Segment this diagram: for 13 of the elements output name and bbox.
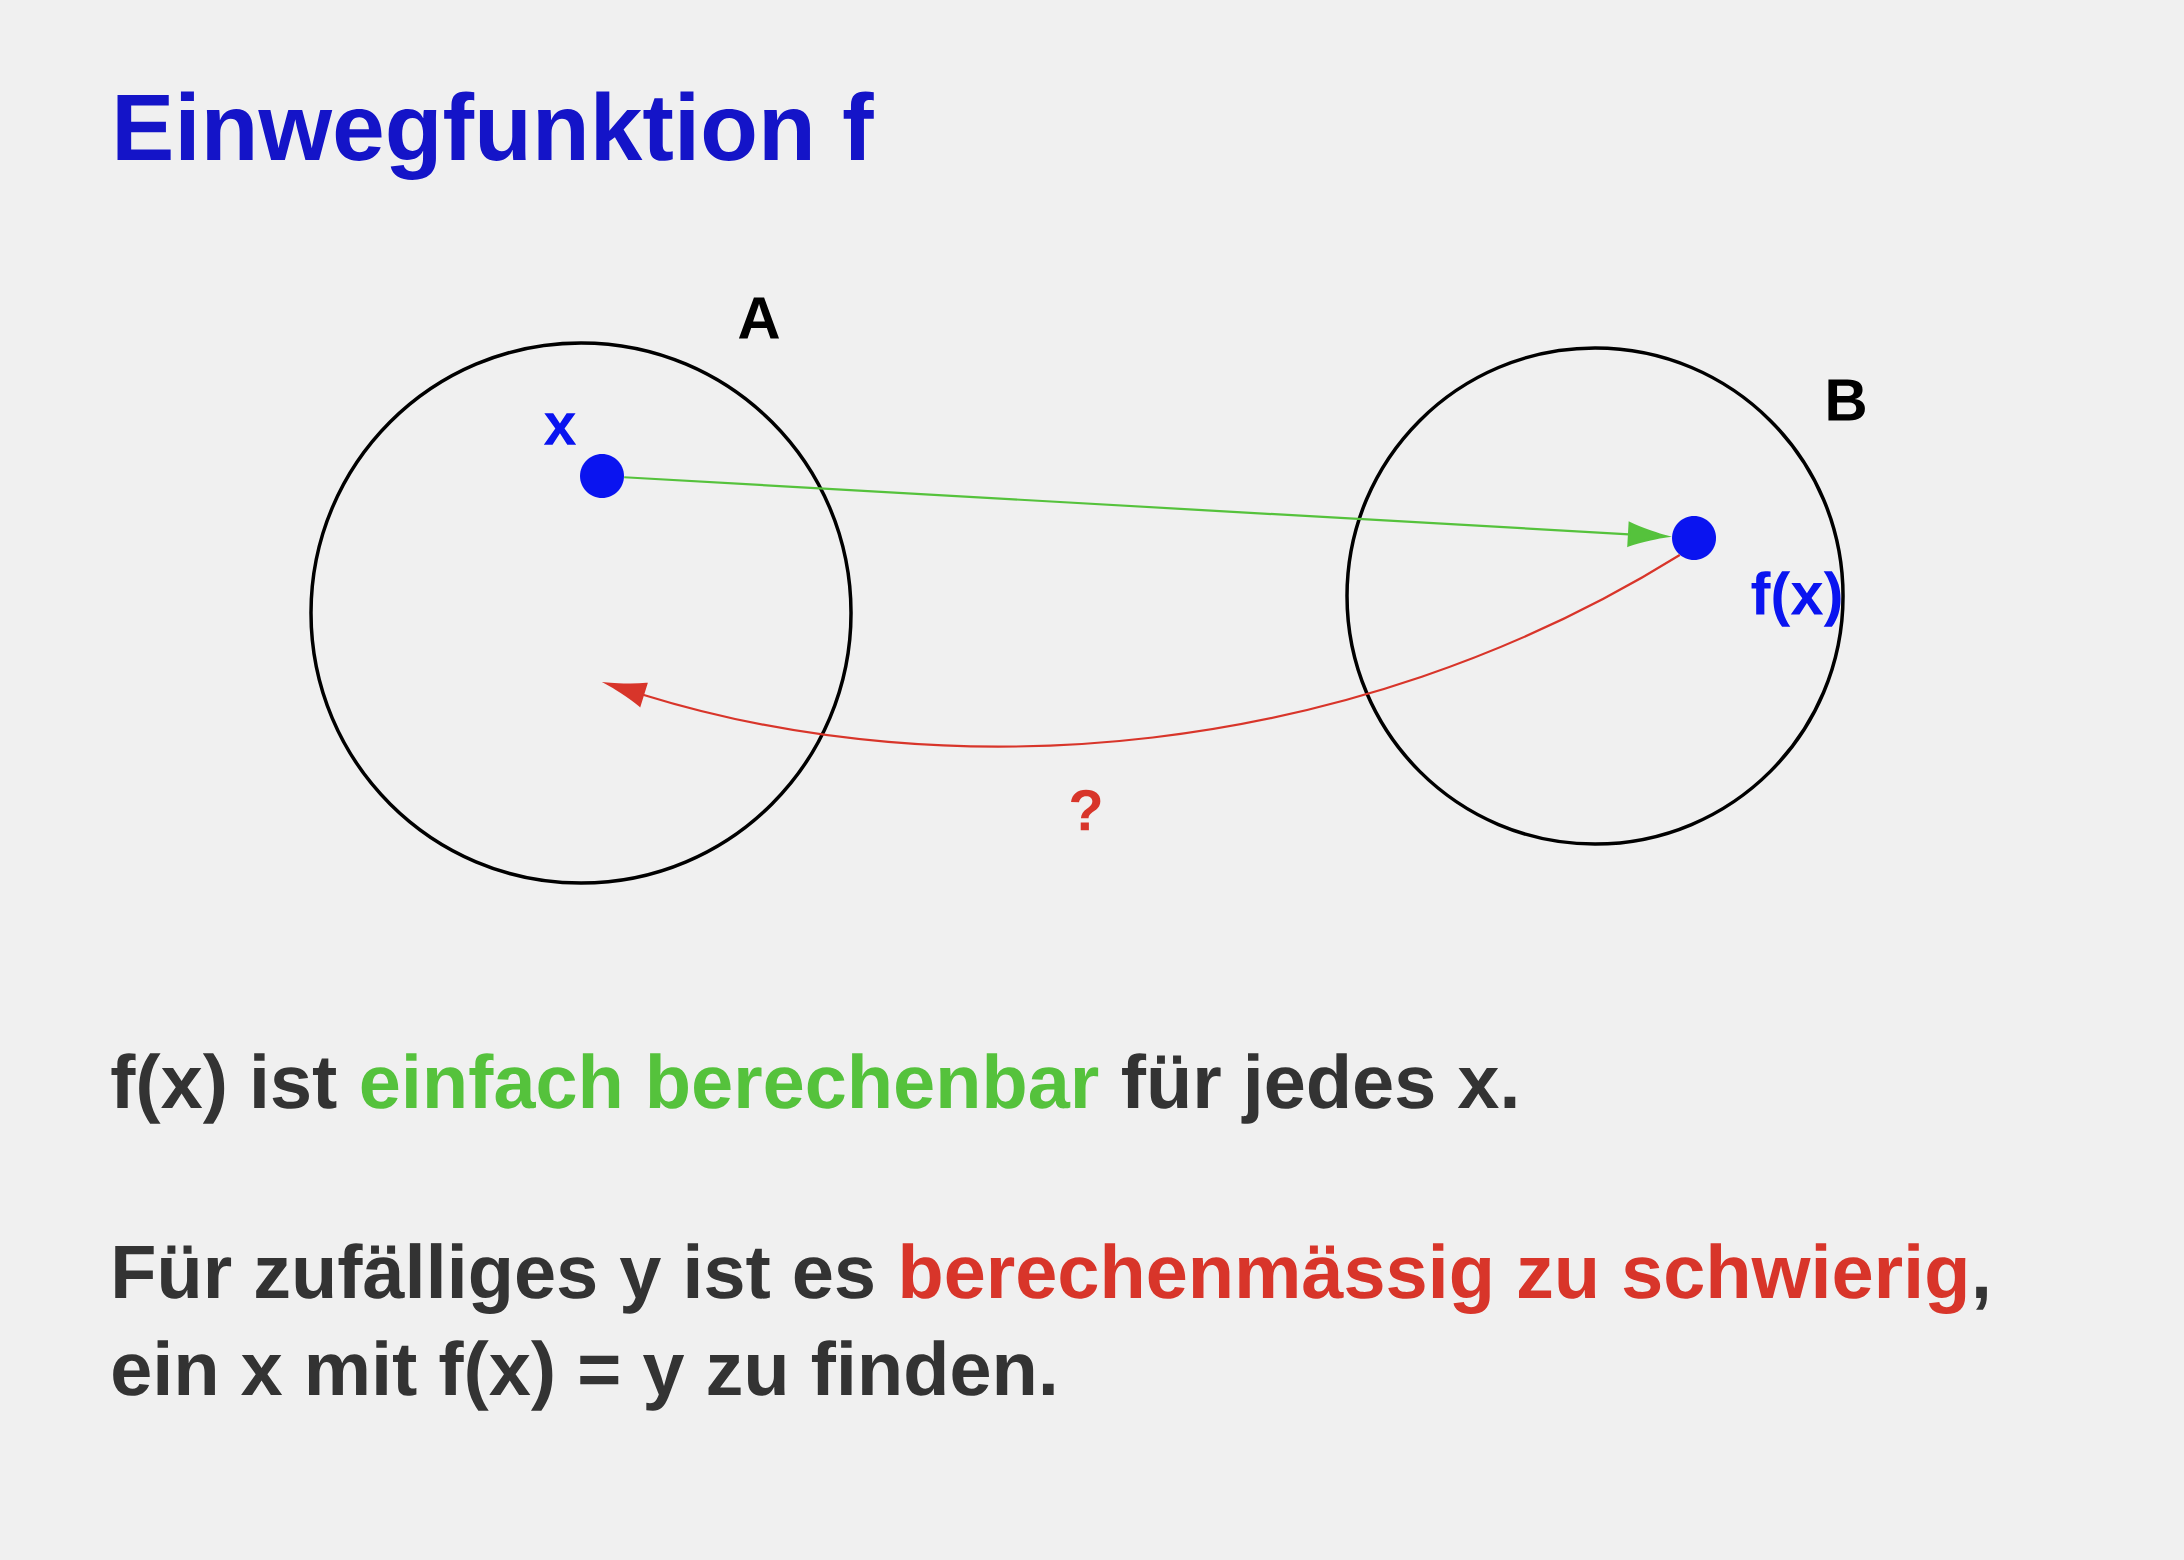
text-line: berechenmässig zu schwierig	[902, 1243, 1966, 1315]
text-line: einfach berechenbar	[361, 1053, 1099, 1109]
set-label: B	[1828, 379, 1865, 421]
text-line: für jedes x.	[1122, 1053, 1516, 1124]
edge-label: ?	[1071, 789, 1101, 831]
point-label: x	[543, 413, 577, 445]
point-label: f(x)	[1751, 571, 1841, 627]
text-line: f(x) ist	[111, 1053, 337, 1124]
title: Einwegfunktion f	[117, 91, 874, 181]
text-line: ,	[1976, 1286, 1987, 1310]
text-line: ein x mit f(x) = y zu finden.	[113, 1340, 1054, 1411]
text-line: Für zufälliges y ist es	[115, 1243, 873, 1315]
set-label: A	[738, 297, 779, 339]
